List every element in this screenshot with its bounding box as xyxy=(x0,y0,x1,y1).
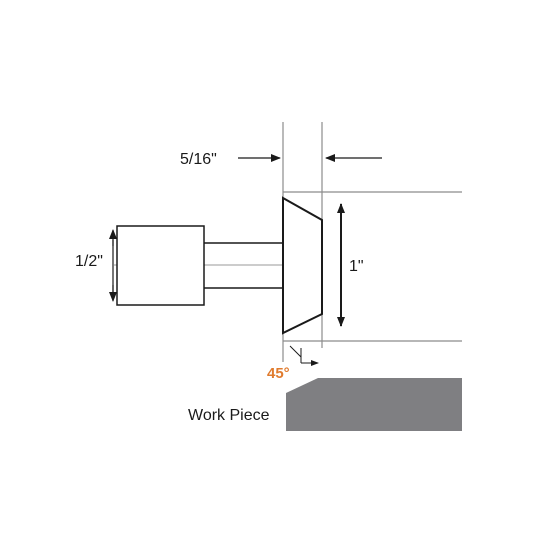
angle-indicator-diag xyxy=(289,345,302,358)
shank xyxy=(116,225,205,306)
work-piece xyxy=(286,378,462,431)
work-piece-label: Work Piece xyxy=(188,407,270,424)
top-width-label: 5/16" xyxy=(180,151,217,168)
cutter-diameter-label: 1" xyxy=(349,258,364,275)
dovetail-cutter-head xyxy=(282,196,323,335)
shank-diameter-label: 1/2" xyxy=(75,253,103,270)
angle-label: 45° xyxy=(267,365,290,382)
